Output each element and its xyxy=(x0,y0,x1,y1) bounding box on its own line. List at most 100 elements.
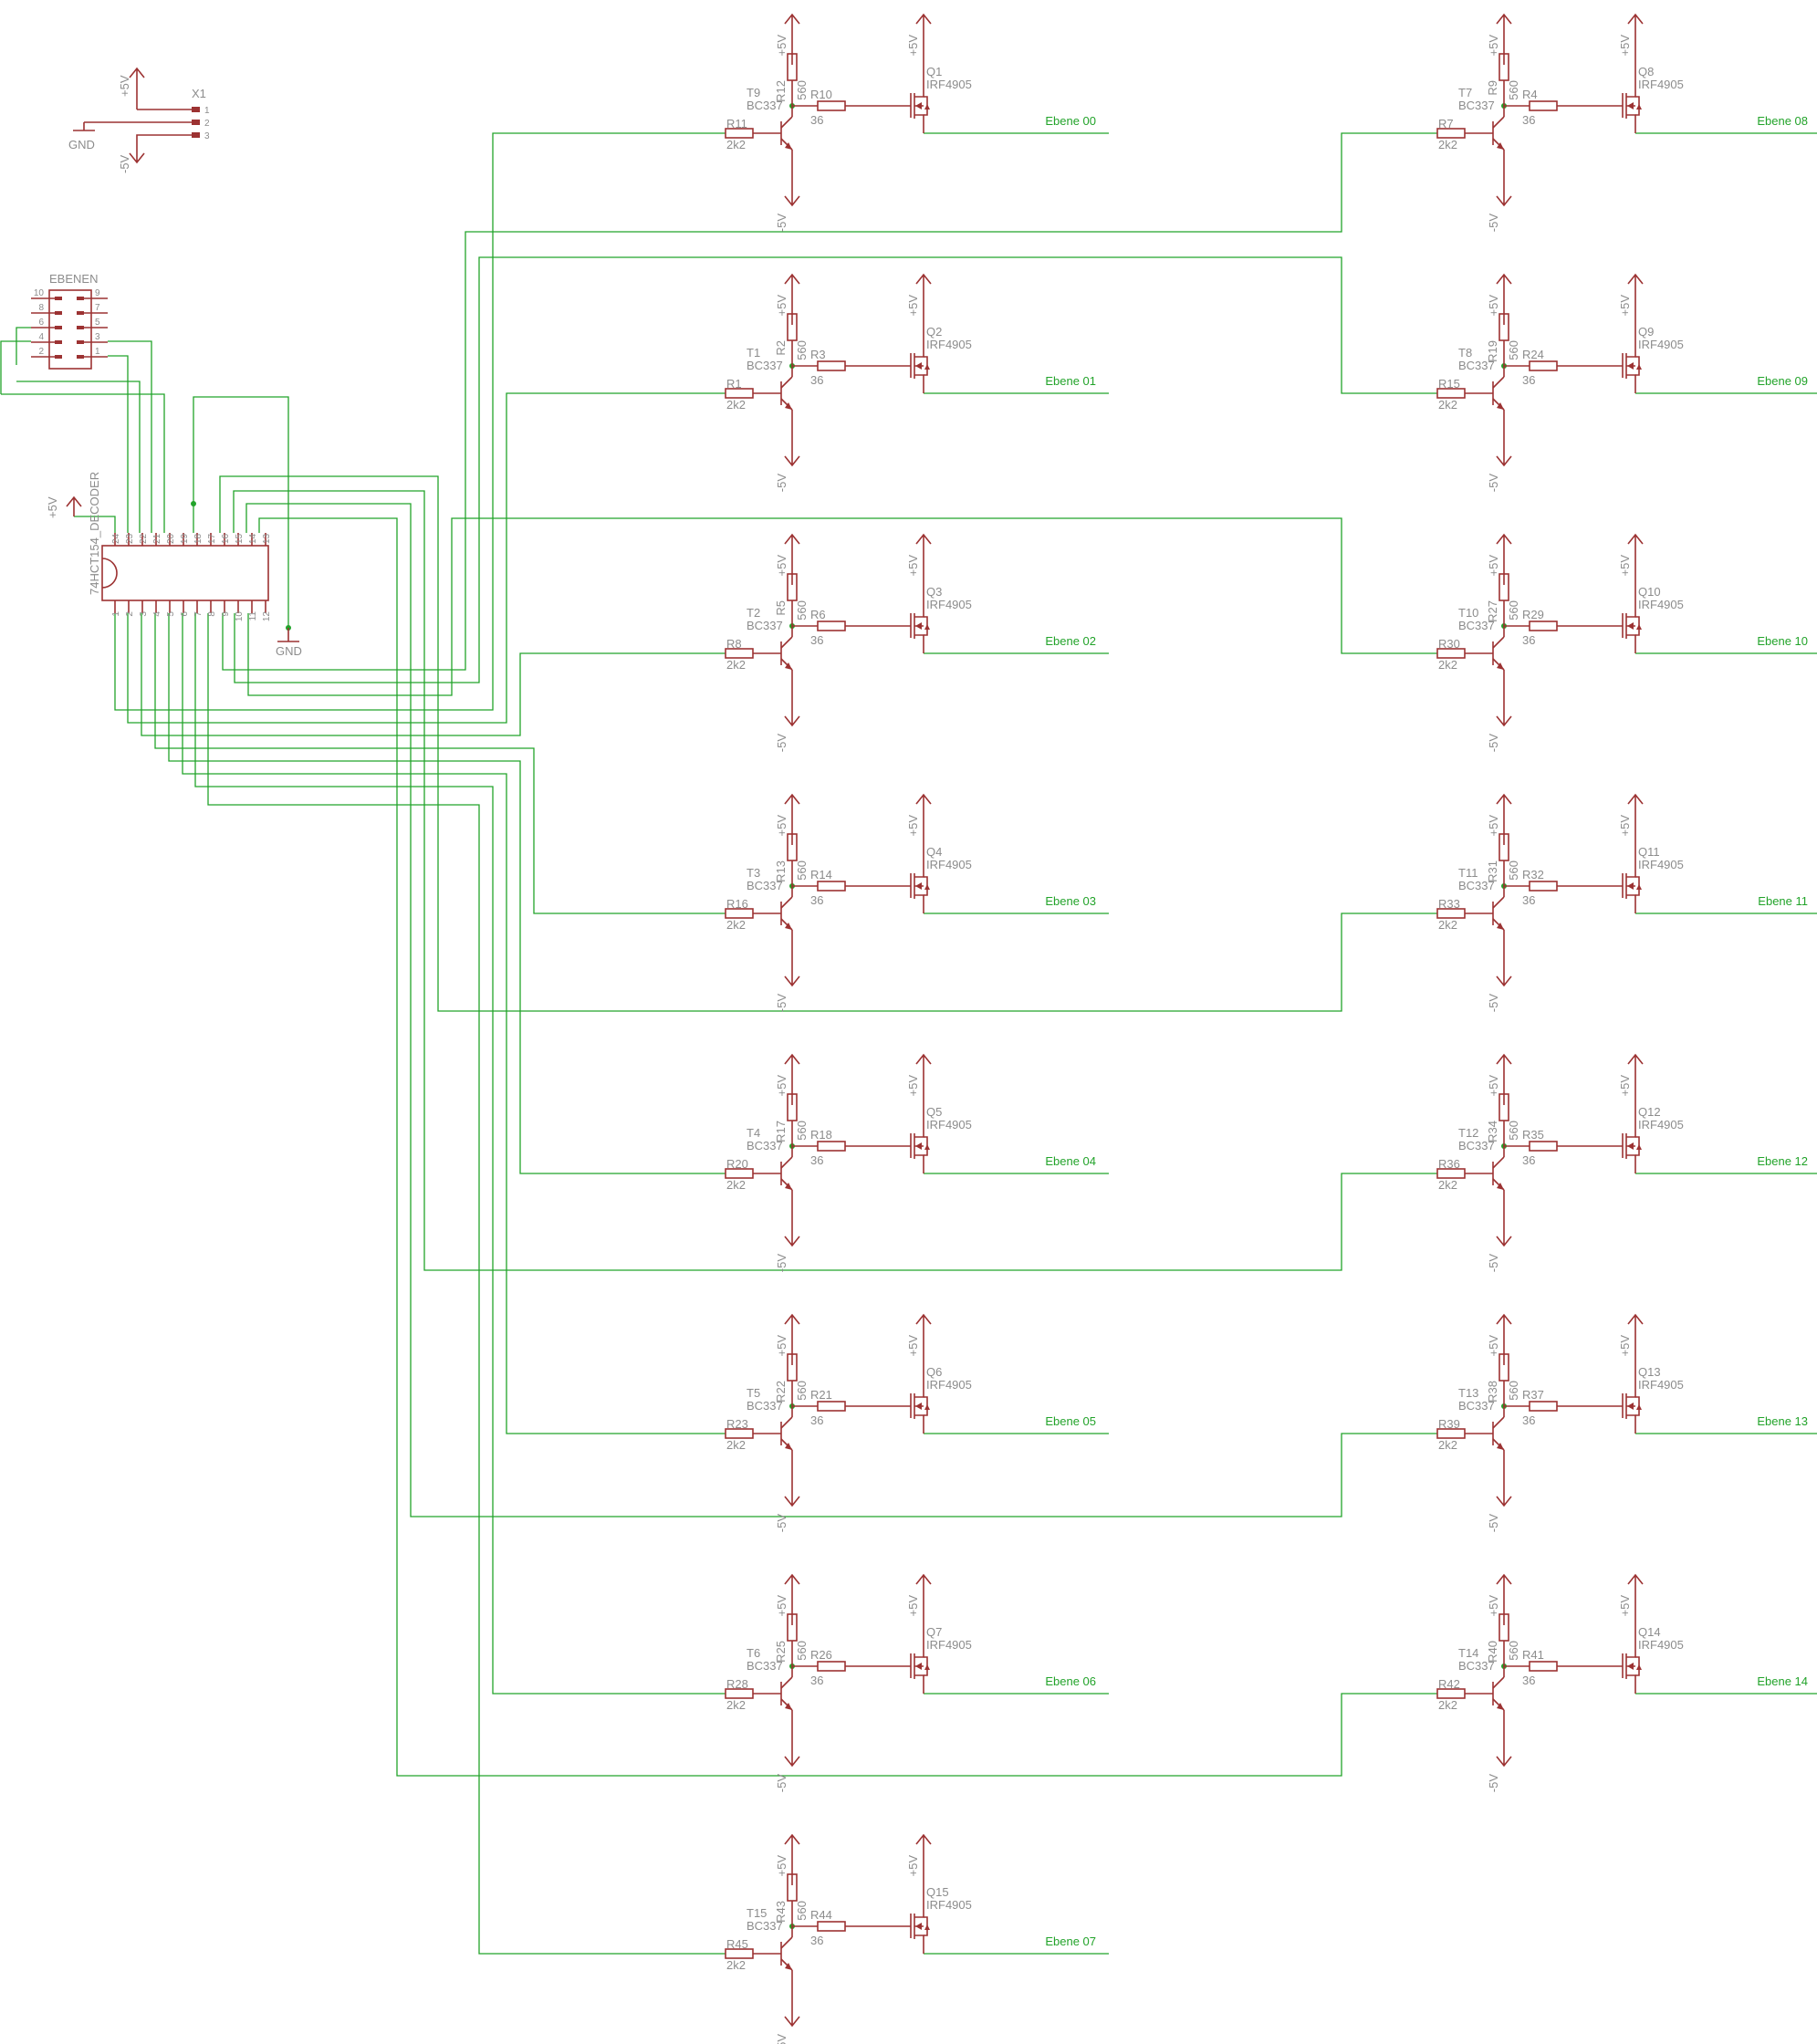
x1-gnd-label: GND xyxy=(68,138,95,151)
channel-2-vee-label: -5V xyxy=(775,734,788,753)
channel-11-gate-resistor-name: R32 xyxy=(1522,868,1544,881)
channel-11-mosfet-arrow xyxy=(1627,882,1634,890)
channel-13-transistor-arrow xyxy=(1497,1443,1504,1450)
header-right-pin-1 xyxy=(77,311,84,315)
channel-11-gate-resistor xyxy=(1529,881,1558,892)
ic-bottom-pin-number-9: 10 xyxy=(235,611,245,622)
channel-7-mosfet-name: Q15 xyxy=(926,1885,949,1899)
channel-5-transistor-name: T5 xyxy=(747,1386,760,1400)
wire-header-f xyxy=(16,381,141,533)
channel-11-mosfet-diode-arrow xyxy=(1636,884,1642,890)
channel-9-mosfet-arrow xyxy=(1627,362,1634,370)
wire-ch09 xyxy=(234,256,1437,683)
channel-5-net-label: Ebene 05 xyxy=(1045,1414,1096,1428)
ic-notch xyxy=(101,558,118,589)
channel-14-mosfet-arrow xyxy=(1627,1663,1634,1670)
wire-ic-gnd xyxy=(193,396,289,628)
channel-2-mosfet-vcc-label: +5V xyxy=(906,555,920,577)
channel-12-transistor-type: BC337 xyxy=(1458,1139,1495,1152)
header-left-pin-1 xyxy=(55,311,62,315)
header-right-pin-2 xyxy=(77,326,84,329)
channel-3-collector-resistor-name: R13 xyxy=(774,860,788,882)
channel-1-mosfet-leads xyxy=(914,328,924,393)
channel-9-vcc-label: +5V xyxy=(1487,295,1500,317)
channel-2-vcc-label: +5V xyxy=(775,555,788,577)
channel-7-collector-resistor-value: 560 xyxy=(795,1901,809,1921)
channel-14-collector-resistor-value: 560 xyxy=(1507,1641,1520,1661)
wire-header-a xyxy=(0,340,31,394)
channel-14-net-label: Ebene 14 xyxy=(1757,1674,1808,1688)
channel-5-mosfet-leads xyxy=(914,1368,924,1434)
channel-14-mosfet-diode-arrow xyxy=(1636,1664,1642,1670)
channel-7-vee-label: -5V xyxy=(775,2034,788,2044)
channel-13-mosfet-name: Q13 xyxy=(1638,1365,1661,1379)
channel-3-mosfet-vcc-label: +5V xyxy=(906,815,920,837)
channel-8-vcc-label: +5V xyxy=(1487,35,1500,57)
channel-6-transistor-collector xyxy=(780,1676,793,1689)
header-left-pin-number-4: 2 xyxy=(38,347,44,357)
channel-13-transistor-name: T13 xyxy=(1458,1386,1478,1400)
channel-8-mosfet-vcc-arrow xyxy=(1627,13,1644,68)
header-left-pin-4 xyxy=(55,355,62,359)
channel-14-mosfet-name: Q14 xyxy=(1638,1625,1661,1639)
channel-8-gate-resistor-value: 36 xyxy=(1522,113,1535,127)
channel-7-mosfet-diode-arrow xyxy=(924,1924,930,1930)
channel-10-gate-resistor xyxy=(1529,620,1558,631)
channel-1-mosfet-diode-arrow xyxy=(924,364,930,370)
channel-11-transistor-type: BC337 xyxy=(1458,879,1495,892)
channel-14-gate-resistor-value: 36 xyxy=(1522,1674,1535,1687)
channel-12-gate-resistor-value: 36 xyxy=(1522,1153,1535,1167)
channel-6-gate-resistor xyxy=(817,1661,846,1672)
channel-6-vee-arrow xyxy=(784,1710,800,1768)
channel-0-transistor-arrow xyxy=(785,142,792,150)
channel-10-mosfet-type: IRF4905 xyxy=(1638,598,1684,611)
channel-7-transistor-type: BC337 xyxy=(747,1919,783,1933)
channel-4-gate-resistor xyxy=(817,1141,846,1152)
header-right-pin-number-0: 9 xyxy=(95,288,100,298)
channel-10-gate-resistor-name: R29 xyxy=(1522,608,1544,621)
channel-14-gate-resistor-name: R41 xyxy=(1522,1648,1544,1662)
channel-8-base-resistor-name: R7 xyxy=(1438,117,1454,130)
channel-0-net-label: Ebene 00 xyxy=(1045,114,1096,128)
channel-9-gate-resistor-name: R24 xyxy=(1522,348,1544,361)
wire-ch04 xyxy=(168,613,726,1174)
wire-ch00 xyxy=(114,132,726,711)
channel-9-mosfet-name: Q9 xyxy=(1638,325,1654,339)
channel-10-mosfet-vcc-label: +5V xyxy=(1618,555,1632,577)
channel-5-mosfet-vcc-arrow xyxy=(915,1313,932,1368)
wire-ch03 xyxy=(154,613,726,914)
channel-10-gate-resistor-value: 36 xyxy=(1522,633,1535,647)
channel-4-vcc-arrow xyxy=(784,1053,800,1105)
wire-ch08 xyxy=(222,132,1437,671)
channel-6-net-label: Ebene 06 xyxy=(1045,1674,1096,1688)
channel-4-gate-resistor-name: R18 xyxy=(810,1128,832,1142)
ic-name: 74HCT154_DECODER xyxy=(88,472,101,595)
channel-4-base-resistor-value: 2k2 xyxy=(726,1178,746,1192)
channel-9-transistor-collector xyxy=(1492,376,1505,389)
channel-6-mosfet-diode-arrow xyxy=(924,1664,930,1670)
wire-ch06 xyxy=(194,613,726,1695)
channel-0-collector-resistor-name: R12 xyxy=(774,80,788,102)
channel-13-gate-resistor-name: R37 xyxy=(1522,1388,1544,1402)
channel-10-collector-resistor-value: 560 xyxy=(1507,600,1520,620)
channel-9-transistor-name: T8 xyxy=(1458,346,1472,360)
channel-13-transistor-collector xyxy=(1492,1416,1505,1429)
wire-ch12 xyxy=(233,490,1437,1271)
channel-8-collector-resistor-value: 560 xyxy=(1507,80,1520,100)
channel-1-mosfet-name: Q2 xyxy=(926,325,942,339)
ic-vcc-label: +5V xyxy=(46,496,59,518)
channel-11-mosfet-name: Q11 xyxy=(1638,845,1660,859)
ic-bottom-pin-number-4: 5 xyxy=(166,611,176,617)
channel-4-vcc-label: +5V xyxy=(775,1075,788,1097)
channel-10-base-resistor-name: R30 xyxy=(1438,637,1460,651)
channel-3-mosfet-leads xyxy=(914,848,924,913)
channel-2-transistor-collector xyxy=(780,636,793,649)
channel-0-gate-resistor xyxy=(817,100,846,111)
channel-8-mosfet-leads xyxy=(1626,68,1636,133)
channel-8-mosfet-vcc-label: +5V xyxy=(1618,35,1632,57)
channel-3-gate-resistor-value: 36 xyxy=(810,893,823,907)
channel-14-collector-resistor-name: R40 xyxy=(1486,1641,1499,1663)
ic-bottom-pin-number-0: 1 xyxy=(111,611,121,617)
channel-10-vcc-label: +5V xyxy=(1487,555,1500,577)
channel-4-base-resistor-name: R20 xyxy=(726,1157,748,1171)
